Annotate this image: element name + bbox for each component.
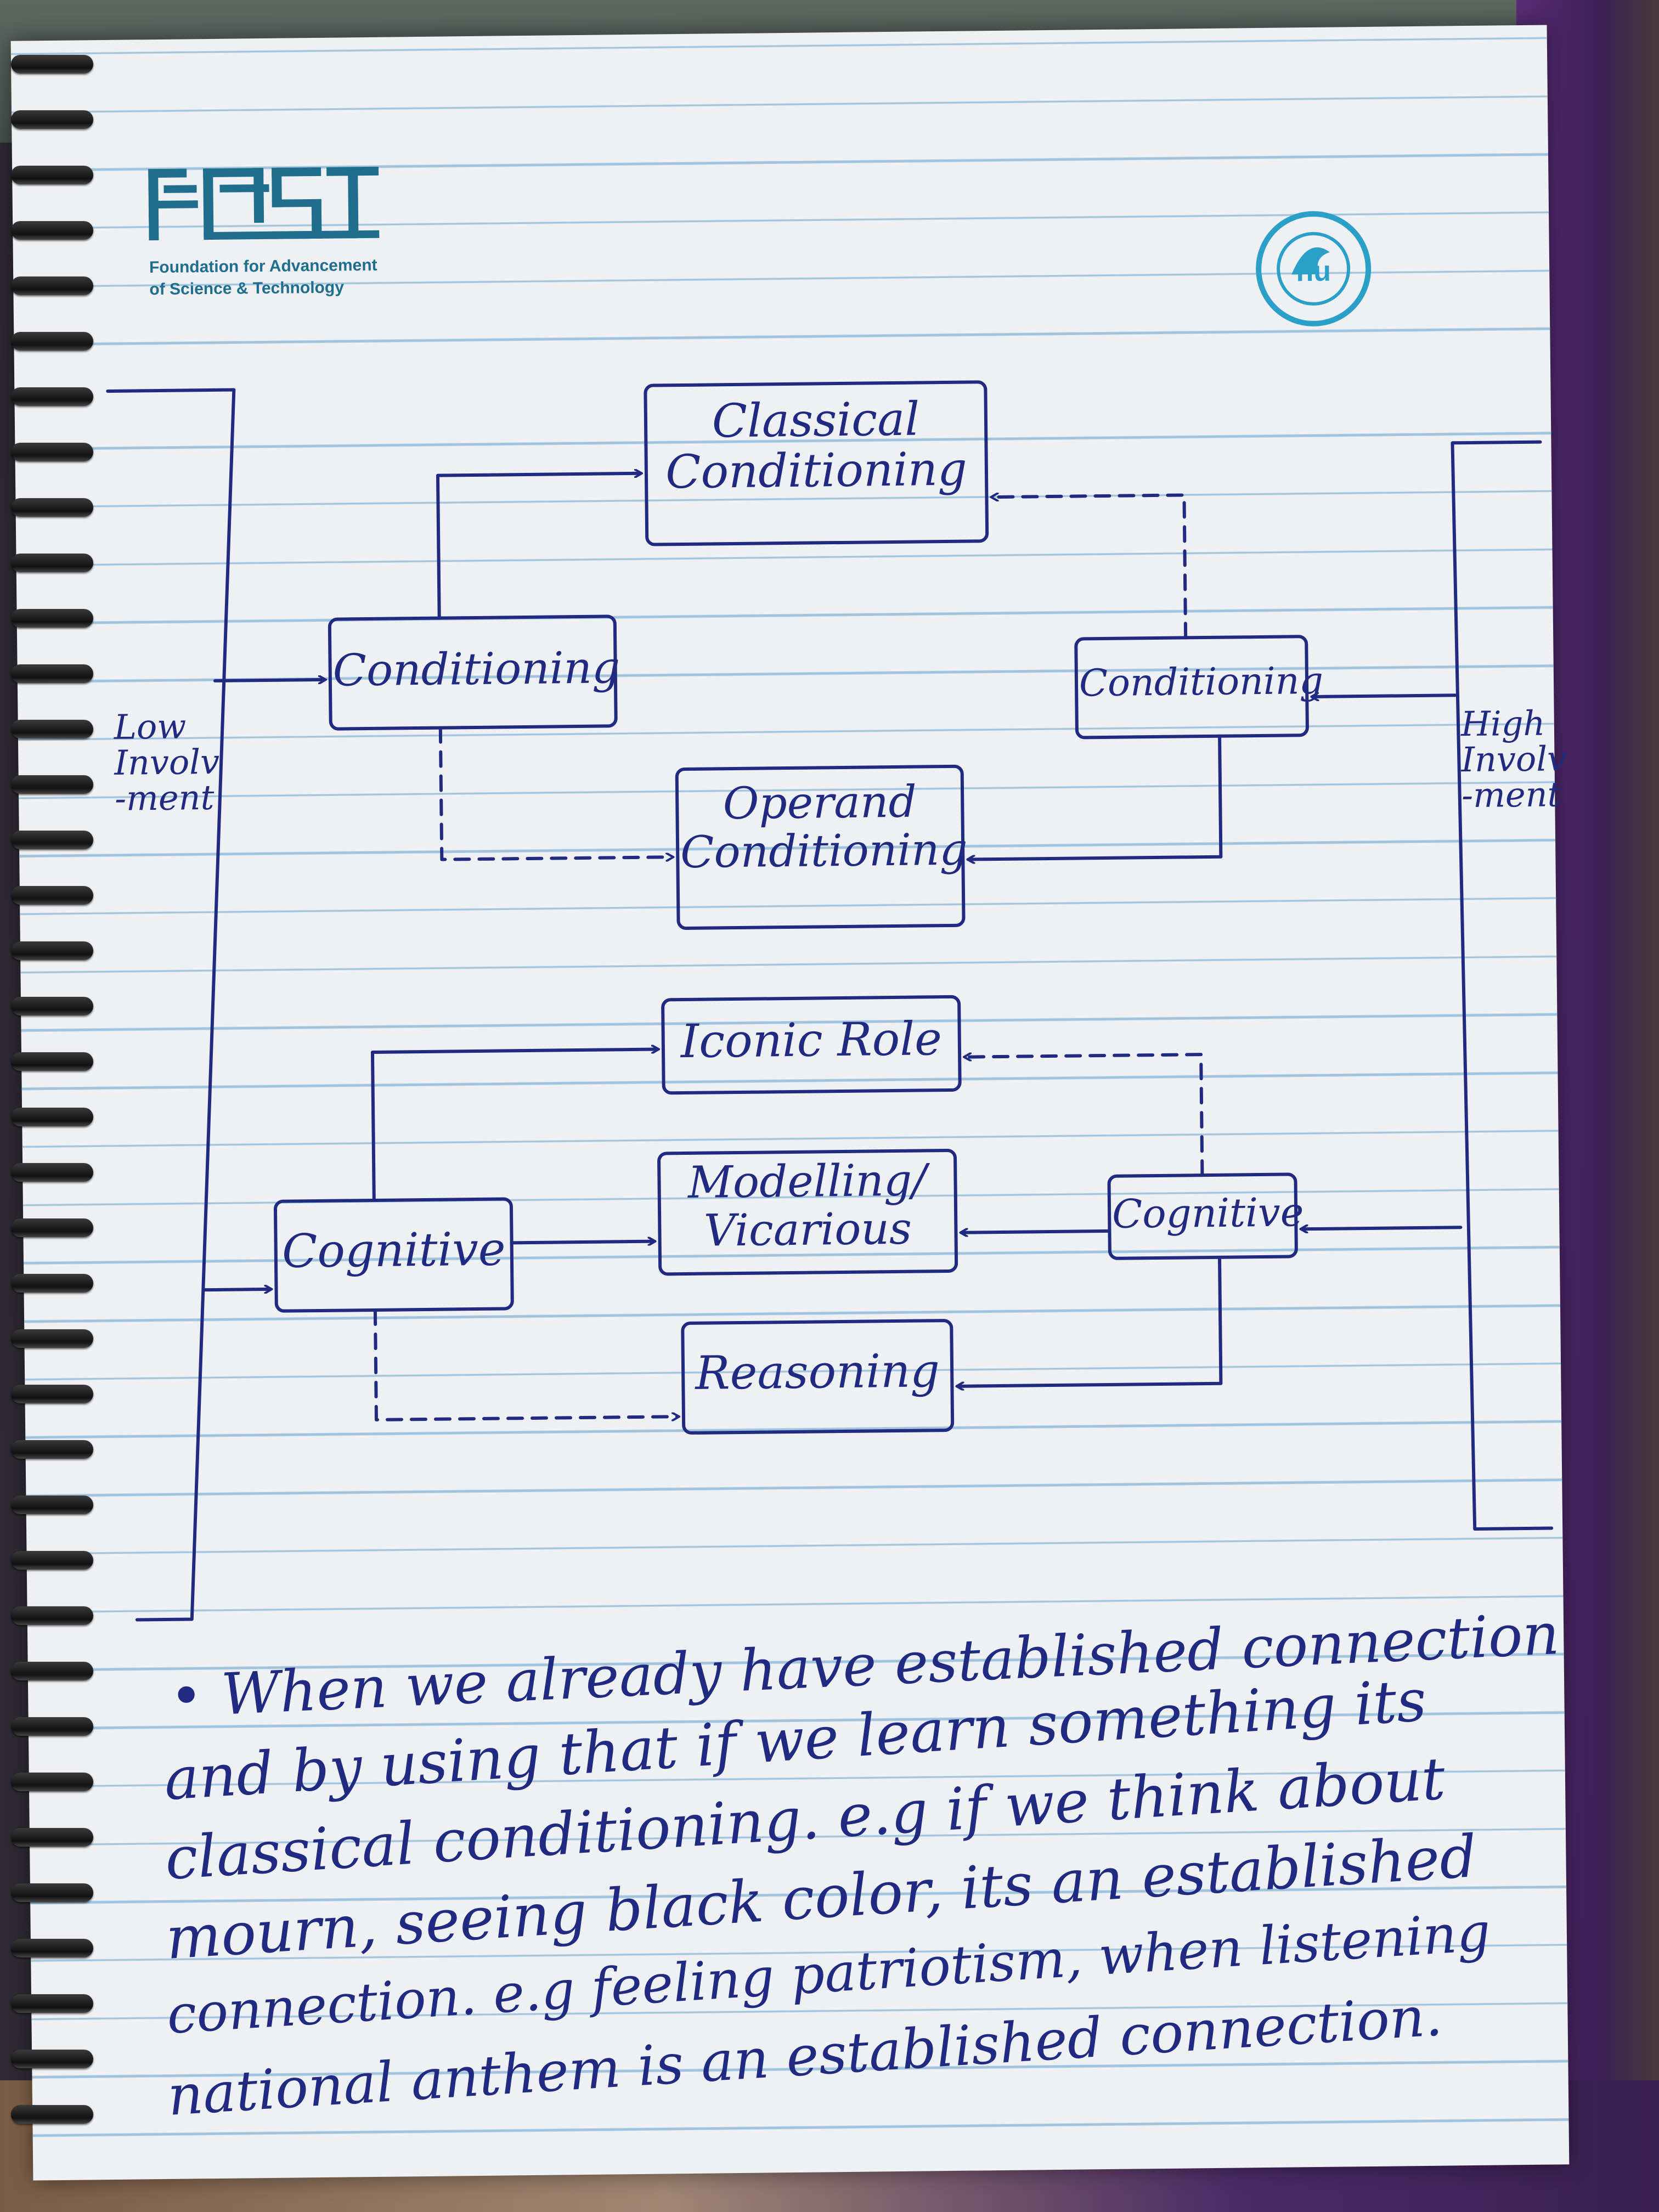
conditioning-right-box: [1074, 635, 1309, 740]
spiral-ring: [11, 1551, 93, 1570]
arrow-cognitive-right-to-modelling: [961, 1231, 1111, 1233]
spiral-ring: [11, 1717, 93, 1736]
operant-label-line-1: Operand: [723, 776, 917, 830]
spiral-ring: [11, 1883, 93, 1902]
spiral-ring: [11, 554, 93, 572]
iconic-role-box: [661, 995, 962, 1095]
arrow-cognitive-right-to-reasoning: [956, 1255, 1223, 1386]
spiral-ring: [11, 941, 93, 960]
notebook-page: Foundation for Advancement of Science & …: [10, 25, 1570, 2181]
high-label-line-3: -ment: [1461, 774, 1561, 816]
involvement-diagram: [106, 380, 1554, 1622]
high-label-line-1: High: [1460, 703, 1545, 744]
classical-conditioning-label: Classical Conditioning: [651, 392, 981, 499]
low-involvement-label: Low Involv -ment: [114, 706, 220, 819]
arrow-to-conditioning-left: [213, 680, 325, 681]
spiral-ring: [11, 1274, 93, 1293]
spiral-ring: [11, 775, 93, 794]
high-involvement-label: High Involv -ment: [1460, 703, 1567, 816]
dashed-arrow-conditioning-right-to-classical: [992, 495, 1188, 640]
dashed-arrow-cognitive-right-to-iconic: [965, 1054, 1204, 1177]
classical-label-line-2: Conditioning: [665, 442, 968, 499]
spiral-ring: [11, 1606, 93, 1625]
spiral-ring: [11, 1052, 93, 1071]
spiral-ring: [11, 886, 93, 905]
conditioning-left-box: [328, 614, 618, 731]
spiral-ring: [11, 2050, 93, 2068]
spiral-ring: [11, 1496, 93, 1514]
arrow-to-cognitive-left: [203, 1289, 271, 1290]
spiral-ring: [11, 332, 93, 351]
spiral-ring: [11, 831, 93, 849]
cognitive-left-box: [273, 1197, 514, 1313]
spiral-ring: [11, 1828, 93, 1847]
iconic-role-label: Iconic Role: [680, 1012, 943, 1069]
spiral-ring: [11, 1773, 93, 1791]
spiral-ring: [11, 720, 93, 738]
operant-conditioning-box: [675, 764, 966, 930]
arrow-cognitive-to-iconic: [370, 1049, 659, 1202]
spiral-ring: [11, 498, 93, 517]
spiral-ring: [11, 1163, 93, 1182]
arrow-conditioning-to-classical: [436, 473, 642, 620]
arrow-to-cognitive-right: [1301, 1227, 1463, 1229]
spiral-ring: [11, 1662, 93, 1680]
high-label-line-2: Involv: [1461, 738, 1567, 780]
low-label-line-3: -ment: [114, 777, 215, 819]
cognitive-left-label: Cognitive: [281, 1222, 506, 1278]
conditioning-right-label: Conditioning: [1079, 659, 1324, 706]
spiral-ring: [11, 443, 93, 461]
spiral-ring: [11, 1385, 93, 1403]
arrow-cognitive-to-modelling: [510, 1242, 654, 1243]
spiral-ring: [11, 387, 93, 406]
spiral-ring: [11, 997, 93, 1015]
spiral-ring: [11, 221, 93, 240]
modelling-vicarious-box: [657, 1148, 958, 1276]
reasoning-box: [681, 1319, 955, 1435]
modelling-vicarious-label: Modelling/ Vicarious: [662, 1154, 953, 1256]
cognitive-right-label: Cognitive: [1111, 1189, 1304, 1237]
arrow-conditioning-right-to-operant: [967, 734, 1223, 860]
spiral-ring: [11, 2105, 93, 2124]
spiral-ring: [11, 166, 93, 184]
classical-conditioning-box: [644, 380, 989, 546]
modelling-label-line-1: Modelling/: [687, 1154, 927, 1208]
spiral-ring: [11, 1329, 93, 1348]
classical-label-line-1: Classical: [712, 392, 920, 448]
operant-conditioning-label: Operand Conditioning: [680, 776, 968, 878]
spiral-ring: [11, 1939, 93, 1957]
fast-logo: [148, 166, 380, 241]
low-label-line-2: Involv: [114, 741, 220, 783]
arrow-to-conditioning-right: [1312, 695, 1457, 697]
dashed-arrow-cognitive-to-reasoning: [373, 1308, 678, 1421]
spiral-ring: [11, 1108, 93, 1126]
spiral-binding: [0, 33, 93, 2172]
low-involvement-bracket: [106, 388, 236, 1622]
modelling-label-line-2: Vicarious: [703, 1203, 912, 1256]
spiral-ring: [11, 609, 93, 628]
spiral-ring: [11, 276, 93, 295]
spiral-ring: [11, 55, 93, 74]
low-label-line-1: Low: [114, 706, 187, 747]
spiral-ring: [11, 664, 93, 683]
spiral-ring: [11, 1440, 93, 1459]
operant-label-line-2: Conditioning: [680, 823, 968, 878]
high-involvement-bracket: [1451, 440, 1554, 1531]
handwritten-notes: • When we already have established conne…: [154, 1600, 1592, 2128]
conditioning-left-label: Conditioning: [332, 642, 620, 696]
reasoning-label: Reasoning: [695, 1344, 940, 1400]
spiral-ring: [11, 1218, 93, 1237]
spiral-ring: [11, 1994, 93, 2013]
spiral-ring: [11, 110, 93, 129]
dashed-arrow-conditioning-to-operant: [438, 726, 672, 859]
